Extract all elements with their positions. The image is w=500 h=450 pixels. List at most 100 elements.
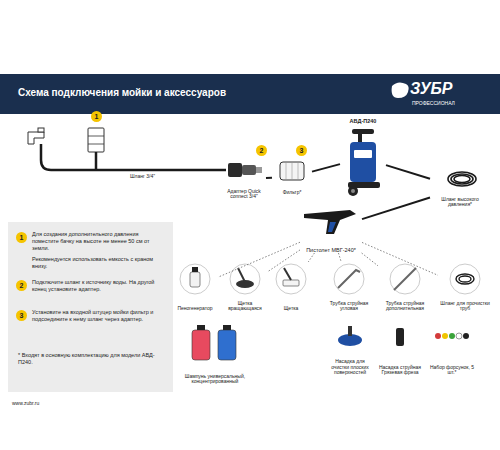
accessory-connector (218, 242, 300, 277)
accessory-circle (276, 264, 306, 294)
nozzle-item: Насадка струйная Грязевая фреза (376, 324, 424, 376)
accessory-circle (450, 264, 480, 294)
accessory-circle (180, 264, 210, 294)
faucet-icon (28, 132, 44, 144)
hose-connector (362, 198, 430, 220)
diagram-title: Схема подключения мойки и аксессуаров (18, 87, 348, 98)
item-label: Шланг высокого давления* (430, 197, 490, 209)
item-label: Пеногенератор (177, 306, 212, 312)
note-text: * Входят в основную комплектацию для мод… (18, 352, 168, 366)
filter-item: Фильтр* (272, 158, 312, 196)
item-label: Насадка струйная Грязевая фреза (376, 365, 424, 377)
brush-shaft (284, 268, 291, 280)
callout-number: 1 (91, 111, 102, 122)
tank-rib (88, 136, 104, 137)
gun-icon (304, 210, 356, 234)
gun-grip (328, 222, 336, 232)
filter-rib (298, 163, 299, 179)
callout-number: 2 (16, 280, 27, 291)
extra-lance (394, 268, 416, 290)
accessory-item: Щетка (270, 262, 312, 312)
accessory-connector (338, 253, 341, 262)
shampoo-bottle (218, 330, 236, 360)
accessory-item: Трубка струйная угловая (322, 262, 376, 312)
accessory-item: Шланг для прочистки труб (438, 262, 492, 312)
accessory-circle (230, 264, 260, 294)
washer-body (350, 142, 376, 182)
item-label: Набор форсунок, 5 шт.* (428, 365, 476, 377)
accessory-circle (334, 264, 364, 294)
washer-wheel (348, 186, 358, 196)
washer-badge (354, 150, 372, 158)
adapter-icon (228, 163, 242, 177)
accessory-item: Щетка вращающаяся (222, 262, 268, 312)
foam-cap (192, 267, 198, 272)
item-label: Фильтр* (283, 190, 302, 196)
accessory-item: Пеногенератор (172, 262, 218, 312)
filter-icon (280, 162, 304, 180)
nozzle-tip (435, 333, 441, 339)
nozzle-tip (442, 333, 448, 339)
item-label: Пистолет МВГ-240* (306, 247, 356, 253)
item-label: Шланг для прочистки труб (438, 301, 492, 313)
website-label: www.zubr.ru (12, 400, 92, 406)
water-hose (41, 144, 226, 170)
pipe-hose-coil (456, 274, 474, 284)
accessory-connector (308, 253, 314, 262)
callout-number: 3 (296, 145, 307, 156)
note-text: Установите на входной штуцер мойки фильт… (32, 309, 166, 323)
note-text: Подключите шланг к источнику воды. На др… (32, 279, 166, 293)
item-label: Насадка для очистки плоских поверхностей (326, 359, 374, 376)
note-text: Рекомендуется использовать емкость с кра… (32, 256, 166, 270)
nozzle-tip (463, 333, 469, 339)
accessory-connector (362, 253, 378, 266)
hose-connector (312, 164, 340, 171)
header-band (0, 74, 500, 114)
nozzle-item: Набор форсунок, 5 шт.* (428, 324, 476, 376)
hose-label: Шланг 3/4" (130, 173, 170, 179)
item-label: Щетка вращающаяся (222, 301, 268, 313)
hose-connector (266, 177, 272, 179)
item-label: Трубка струйная дополнительная (378, 301, 432, 313)
callout-number: 3 (16, 310, 27, 321)
gun-item: Пистолет МВГ-240* (300, 205, 362, 253)
item-label: АВД-П240 (350, 118, 377, 124)
surface-cleaner-shaft (348, 326, 352, 336)
foam-bottle (190, 272, 200, 287)
faucet-valve (38, 128, 44, 132)
tank-icon (88, 128, 104, 152)
brand-subtitle: ПРОФЕССИОНАЛ (412, 100, 492, 106)
bottle-cap (197, 325, 205, 330)
hose-coil (451, 174, 473, 184)
brush-head (283, 280, 299, 286)
shampoo-item: Шампунь универсальный, концентрированный (180, 323, 250, 385)
accessory-item: Трубка струйная дополнительная (378, 262, 432, 312)
washer-handle (352, 129, 374, 134)
nozzle-tip (456, 333, 462, 339)
note-panel: 1Для создания дополнительного давления п… (8, 222, 173, 392)
tank-hose (95, 152, 98, 170)
bottle-cap (223, 325, 231, 330)
nozzle-tip (449, 333, 455, 339)
bison-logo (392, 82, 409, 98)
pipe-hose-coil (459, 276, 471, 282)
adapter-coupling (242, 165, 256, 175)
brand-logo: ЗУБР (410, 80, 490, 98)
shampoo-bottle (192, 330, 210, 360)
accessory-circle (390, 264, 420, 294)
washer-hub (351, 189, 355, 193)
item-label: Шампунь универсальный, концентрированный (180, 374, 250, 386)
washer-item: АВД-П240 (340, 118, 386, 198)
accessory-connector (362, 242, 438, 275)
accessory-connector (268, 250, 300, 272)
filter-rib (286, 163, 287, 179)
tank-rib (88, 144, 104, 145)
brush-shaft (238, 268, 245, 282)
hose-coil (448, 172, 476, 186)
filter-rib (292, 163, 293, 179)
adapter-tip (256, 167, 262, 173)
item-label: Щетка (284, 306, 299, 312)
item-label: Трубка струйная угловая (322, 301, 376, 313)
note-text: Для создания дополнительного давления по… (32, 231, 166, 252)
